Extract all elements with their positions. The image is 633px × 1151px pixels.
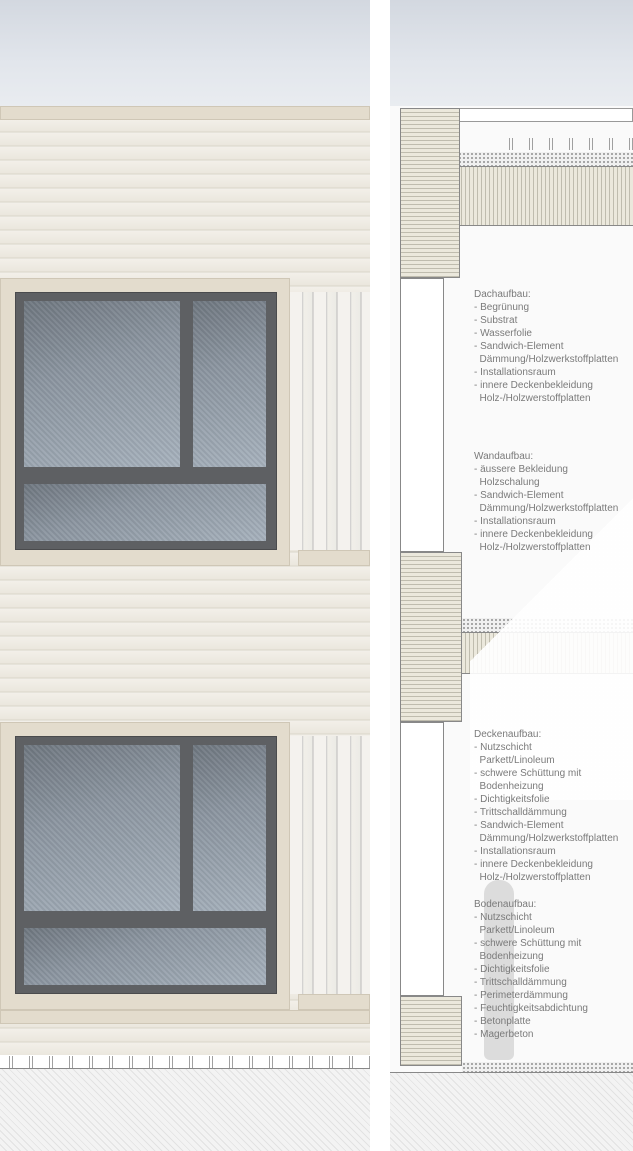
window-section-lower bbox=[400, 722, 444, 996]
person-silhouette bbox=[484, 880, 514, 1060]
substrate bbox=[450, 152, 633, 166]
light-beam bbox=[470, 360, 633, 800]
window-section-upper bbox=[400, 278, 444, 552]
note-line: - schwere Schüttung mit bbox=[474, 768, 582, 779]
note-line: - Substrat bbox=[474, 315, 518, 326]
note-heading: Dachaufbau: bbox=[474, 289, 531, 300]
note-line: Dämmung/Holzwerkstoffplatten bbox=[474, 503, 619, 514]
note-line: Dämmung/Holzwerkstoffplatten bbox=[474, 354, 619, 365]
vertical-cladding-lower bbox=[290, 736, 370, 994]
note-line: - innere Deckenbekleidung bbox=[474, 859, 593, 870]
sill-upper bbox=[298, 550, 370, 566]
parapet bbox=[455, 108, 633, 122]
roof-edge bbox=[0, 106, 370, 120]
note-heading: Wandaufbau: bbox=[474, 451, 534, 462]
glass-pane bbox=[24, 484, 266, 541]
note-heading: Bodenaufbau: bbox=[474, 899, 537, 910]
note-line: - Installationsraum bbox=[474, 367, 556, 378]
vertical-cladding-upper bbox=[290, 292, 370, 550]
window-lower bbox=[15, 736, 277, 994]
note-line: - Sandwich-Element bbox=[474, 341, 564, 352]
window-upper bbox=[15, 292, 277, 550]
facade-elevation bbox=[0, 0, 370, 1151]
wall-base bbox=[400, 996, 462, 1066]
note-line: Bodenheizung bbox=[474, 951, 544, 962]
sill-lower bbox=[298, 994, 370, 1010]
wall-top bbox=[400, 108, 460, 278]
note-heading: Deckenaufbau: bbox=[474, 729, 542, 740]
note-floor: Bodenaufbau: - Nutzschicht Parkett/Linol… bbox=[474, 898, 632, 1041]
note-line: - Magerbeton bbox=[474, 1029, 534, 1040]
note-wall: Wandaufbau: - äussere Bekleidung Holzsch… bbox=[474, 450, 632, 554]
note-line: Holz-/Holzwerstoffplatten bbox=[474, 542, 591, 553]
note-line: - Dichtigkeitsfolie bbox=[474, 964, 550, 975]
note-line: - Dichtigkeitsfolie bbox=[474, 794, 550, 805]
roof-sandwich-element bbox=[450, 166, 633, 226]
soil bbox=[0, 1069, 370, 1151]
note-line: - innere Deckenbekleidung bbox=[474, 529, 593, 540]
sky bbox=[390, 0, 633, 106]
glass-pane bbox=[193, 301, 266, 467]
note-line: Dämmung/Holzwerkstoffplatten bbox=[474, 833, 619, 844]
note-line: - innere Deckenbekleidung bbox=[474, 380, 593, 391]
glass-pane bbox=[193, 745, 266, 911]
base-plinth bbox=[0, 1010, 370, 1024]
note-line: Holz-/Holzwerstoffplatten bbox=[474, 393, 591, 404]
grass bbox=[0, 1056, 370, 1068]
note-line: - Wasserfolie bbox=[474, 328, 532, 339]
note-line: Bodenheizung bbox=[474, 781, 544, 792]
note-line: - Trittschalldämmung bbox=[474, 807, 567, 818]
note-line: Holz-/Holzwerstoffplatten bbox=[474, 872, 591, 883]
glass-pane bbox=[24, 301, 180, 467]
note-ceiling: Deckenaufbau: - Nutzschicht Parkett/Lino… bbox=[474, 728, 632, 884]
note-line: - Sandwich-Element bbox=[474, 490, 564, 501]
ground-floor-screed bbox=[462, 1062, 633, 1072]
note-line: - schwere Schüttung mit bbox=[474, 938, 582, 949]
wall-middle bbox=[400, 552, 462, 722]
note-line: - Perimeterdämmung bbox=[474, 990, 568, 1001]
note-line: - Nutzschicht bbox=[474, 742, 532, 753]
note-line: Parkett/Linoleum bbox=[474, 755, 555, 766]
note-line: - Trittschalldämmung bbox=[474, 977, 567, 988]
roof-planting bbox=[500, 138, 633, 150]
note-line: Holzschalung bbox=[474, 477, 540, 488]
glass-pane bbox=[24, 928, 266, 985]
foundation bbox=[390, 1072, 633, 1151]
note-line: Parkett/Linoleum bbox=[474, 925, 555, 936]
note-line: - Betonplatte bbox=[474, 1016, 531, 1027]
note-line: - Nutzschicht bbox=[474, 912, 532, 923]
note-line: - Installationsraum bbox=[474, 846, 556, 857]
note-line: - Begrünung bbox=[474, 302, 530, 313]
note-line: - Feuchtigkeitsabdichtung bbox=[474, 1003, 588, 1014]
note-roof: Dachaufbau: - Begrünung - Substrat - Was… bbox=[474, 288, 632, 405]
glass-pane bbox=[24, 745, 180, 911]
ground-line bbox=[0, 1068, 370, 1069]
sky bbox=[0, 0, 370, 106]
note-line: - äussere Bekleidung bbox=[474, 464, 568, 475]
note-line: - Installationsraum bbox=[474, 516, 556, 527]
note-line: - Sandwich-Element bbox=[474, 820, 564, 831]
